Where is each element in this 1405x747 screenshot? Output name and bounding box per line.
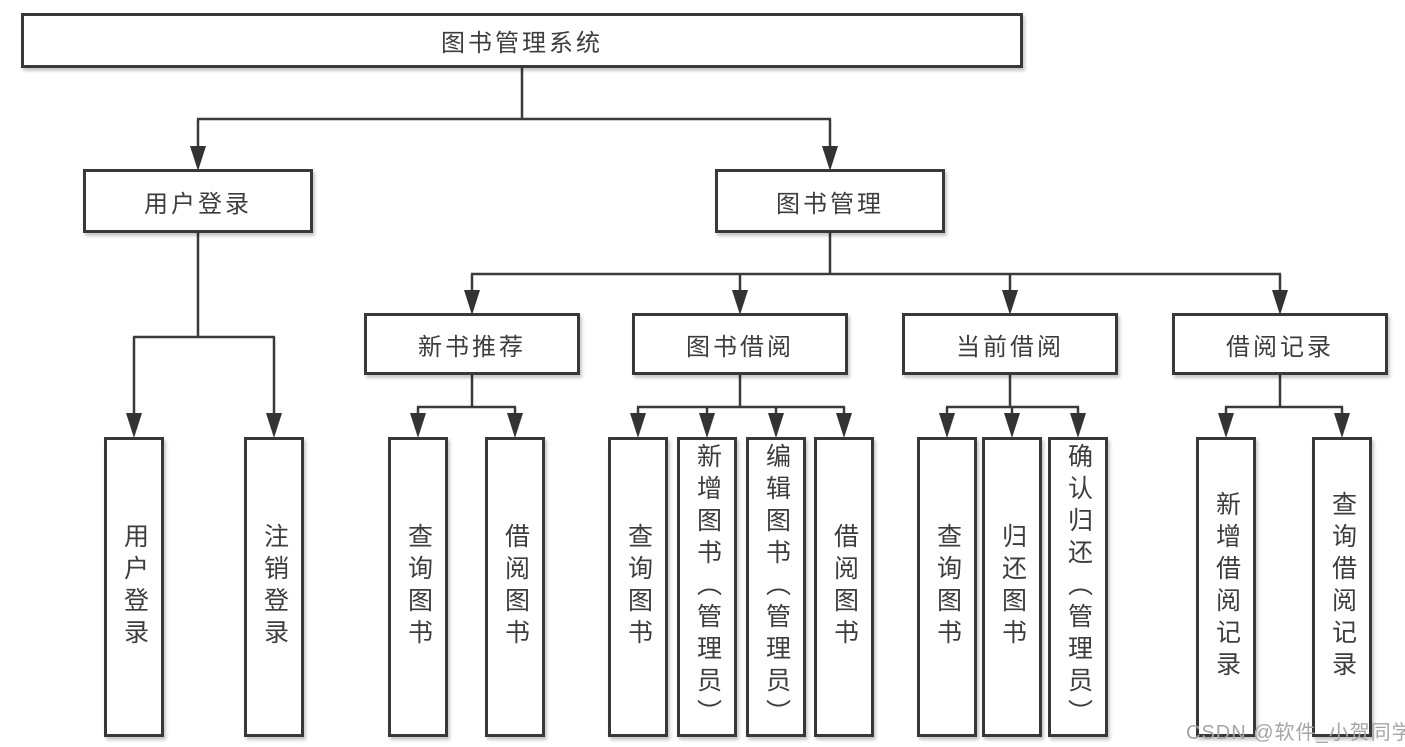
- node-book-borrow: 图书借阅: [632, 313, 848, 375]
- node-label: 图书管理: [776, 190, 884, 218]
- node-current-borrow: 当前借阅: [902, 313, 1118, 375]
- node-label: 新书推荐: [418, 333, 526, 361]
- leaf-current-confirm-return-admin: 确认归还（管理员）: [1048, 437, 1108, 737]
- node-user-login: 用户登录: [83, 169, 313, 233]
- leaf-label: 查询借阅记录: [1328, 491, 1357, 683]
- leaf-label: 查询图书: [624, 523, 653, 651]
- leaf-label: 归还图书: [998, 523, 1027, 651]
- leaf-label: 编辑图书（管理员）: [762, 443, 791, 731]
- leaf-records-add-record: 新增借阅记录: [1196, 437, 1256, 737]
- node-borrow-records: 借阅记录: [1172, 313, 1388, 375]
- leaf-label: 借阅图书: [830, 523, 859, 651]
- leaf-borrow-query-books: 查询图书: [608, 437, 668, 737]
- node-label: 当前借阅: [956, 333, 1064, 361]
- node-label: 图书管理系统: [441, 30, 603, 57]
- leaf-label: 查询图书: [933, 523, 962, 651]
- leaf-label: 用户登录: [120, 523, 149, 651]
- leaf-recommend-query-books: 查询图书: [388, 437, 448, 737]
- leaf-label: 借阅图书: [501, 523, 530, 651]
- leaf-label: 注销登录: [260, 523, 289, 651]
- leaf-borrow-add-books-admin: 新增图书（管理员）: [677, 437, 737, 737]
- leaf-logout-login: 注销登录: [244, 437, 304, 737]
- leaf-current-return-books: 归还图书: [982, 437, 1042, 737]
- node-new-book-recommend: 新书推荐: [364, 313, 580, 375]
- leaf-borrow-edit-books-admin: 编辑图书（管理员）: [746, 437, 806, 737]
- node-label: 借阅记录: [1226, 333, 1334, 361]
- leaf-label: 确认归还（管理员）: [1064, 443, 1093, 731]
- leaf-recommend-borrow-books: 借阅图书: [485, 437, 545, 737]
- leaf-label: 新增借阅记录: [1212, 491, 1241, 683]
- node-label: 用户登录: [144, 190, 252, 218]
- watermark: CSDN @软件_小贺同学: [1186, 722, 1405, 744]
- leaf-current-query-books: 查询图书: [917, 437, 977, 737]
- leaf-borrow-borrow-books: 借阅图书: [814, 437, 874, 737]
- leaf-label: 查询图书: [404, 523, 433, 651]
- node-book-management: 图书管理: [715, 169, 945, 233]
- leaf-records-query-record: 查询借阅记录: [1312, 437, 1372, 737]
- node-library-system: 图书管理系统: [21, 13, 1023, 68]
- leaf-label: 新增图书（管理员）: [693, 443, 722, 731]
- leaf-user-login: 用户登录: [104, 437, 164, 737]
- node-label: 图书借阅: [686, 333, 794, 361]
